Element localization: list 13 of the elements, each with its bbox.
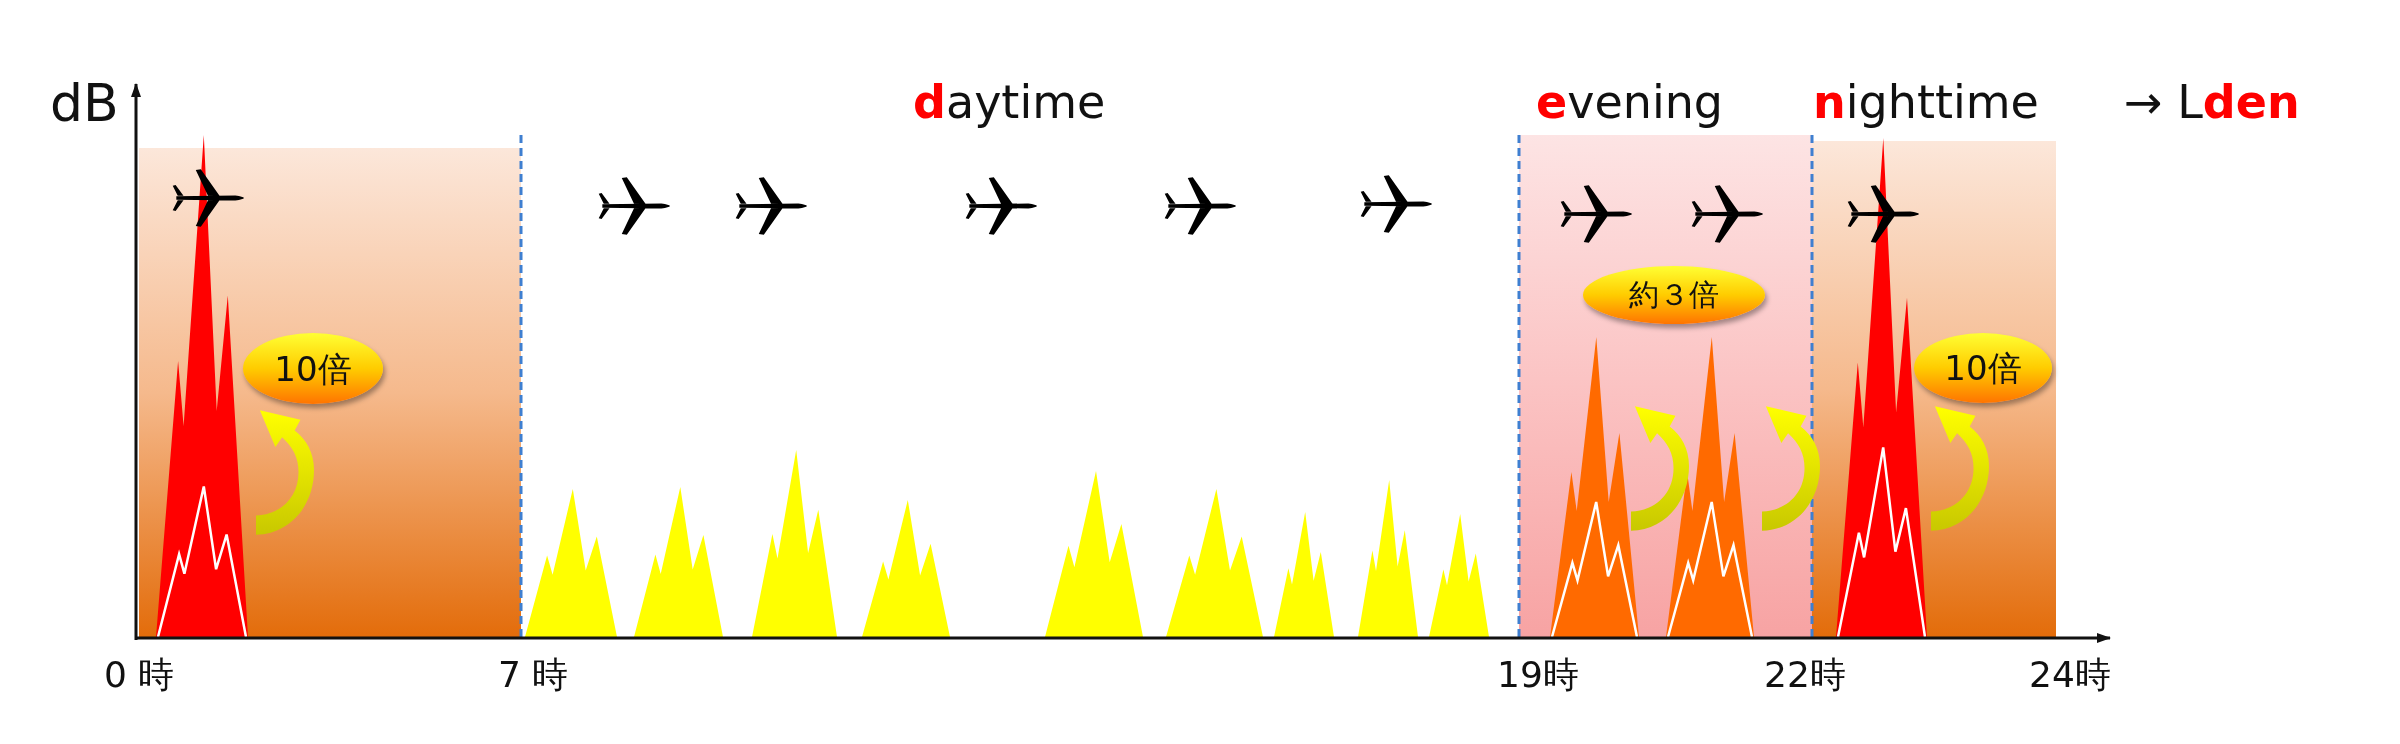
period-heading: daytime [913,76,1106,129]
period-heading: nighttime [1813,76,2039,129]
multiplier-badge: 10倍 [243,333,383,404]
axis-label: dB [50,74,119,134]
multiplier-badge: 10倍 [1914,333,2052,403]
tick-label: 22時 [1764,654,1846,696]
tick-label: 19時 [1497,654,1579,696]
period-heading: evening [1536,76,1723,129]
multiplier-badge: 約３倍 [1583,266,1765,324]
tick-label: 0 時 [104,654,175,696]
metric-label: → Lden [2124,76,2300,129]
tick-label: 24時 [2029,654,2111,696]
tick-label: 7 時 [498,654,569,696]
